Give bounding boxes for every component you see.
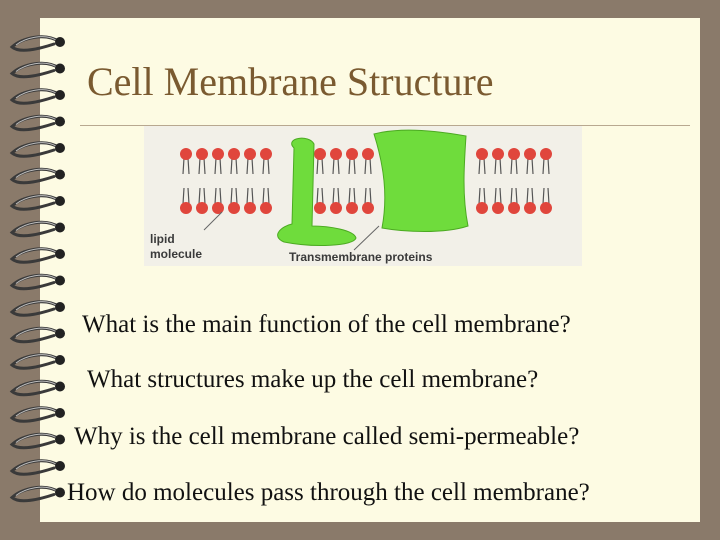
lipid-head — [346, 148, 358, 160]
lipid-head — [346, 202, 358, 214]
label-lipid-line2: molecule — [150, 247, 203, 261]
lipid-head — [212, 148, 224, 160]
question-4: How do molecules pass through the cell m… — [67, 479, 590, 506]
lipid-head — [508, 148, 520, 160]
spiral-binding-ring-icon — [9, 61, 65, 79]
spiral-binding-ring-icon — [9, 379, 65, 397]
spiral-binding-ring-icon — [9, 141, 65, 158]
spiral-binding — [9, 35, 65, 503]
lipid-head — [492, 202, 504, 214]
spiral-binding-ring-icon — [9, 406, 65, 423]
lipid-head — [196, 148, 208, 160]
lipid-head — [508, 202, 520, 214]
question-3: Why is the cell membrane called semi-per… — [74, 423, 580, 450]
lipid-head — [540, 202, 552, 214]
lipid-head — [260, 202, 272, 214]
title-divider — [80, 125, 690, 126]
lipid-head — [330, 148, 342, 160]
label-transmembrane-proteins: Transmembrane proteins — [289, 250, 433, 264]
transmembrane-protein — [373, 129, 469, 232]
lipid-head — [362, 148, 374, 160]
spiral-binding-ring-icon — [9, 326, 65, 344]
membrane-illustration — [180, 129, 552, 251]
lipid-head — [524, 202, 536, 214]
spiral-binding-ring-icon — [9, 220, 65, 238]
lipid-head — [212, 202, 224, 214]
question-2: What structures make up the cell membran… — [87, 366, 539, 393]
lipid-head — [180, 202, 192, 214]
lipid-head — [362, 202, 374, 214]
spiral-binding-ring-icon — [9, 353, 65, 370]
spiral-binding-ring-icon — [9, 247, 65, 264]
lipid-head — [196, 202, 208, 214]
lipid-head — [492, 148, 504, 160]
spiral-binding-ring-icon — [9, 459, 65, 476]
spiral-binding-ring-icon — [9, 432, 65, 450]
lipid-head — [314, 148, 326, 160]
spiral-binding-ring-icon — [9, 485, 65, 503]
lipid-head — [540, 148, 552, 160]
spiral-binding-ring-icon — [9, 300, 65, 317]
lipid-head — [244, 202, 256, 214]
label-lipid-line1: lipid — [150, 232, 175, 246]
spiral-binding-ring-icon — [9, 167, 65, 185]
lipid-head — [524, 148, 536, 160]
lipid-head — [330, 202, 342, 214]
lipid-head — [476, 148, 488, 160]
spiral-binding-ring-icon — [9, 35, 65, 52]
spiral-binding-ring-icon — [9, 194, 65, 211]
spiral-binding-ring-icon — [9, 273, 65, 291]
lipid-head — [228, 202, 240, 214]
lipid-head — [260, 148, 272, 160]
slide-title: Cell Membrane Structure — [87, 59, 494, 104]
lipid-head — [314, 202, 326, 214]
spiral-binding-ring-icon — [9, 88, 65, 105]
lipid-head — [476, 202, 488, 214]
question-1: What is the main function of the cell me… — [82, 311, 571, 338]
membrane-diagram: lipid molecule Transmembrane proteins — [144, 126, 582, 266]
slide-page — [40, 18, 700, 522]
lipid-head — [228, 148, 240, 160]
transmembrane-protein — [277, 137, 357, 246]
spiral-binding-ring-icon — [9, 114, 65, 132]
lipid-head — [244, 148, 256, 160]
lipid-head — [180, 148, 192, 160]
